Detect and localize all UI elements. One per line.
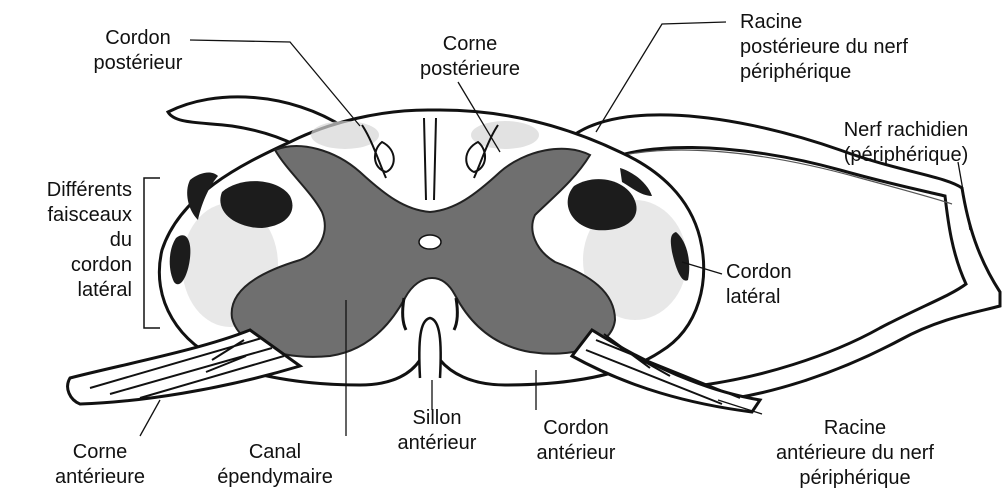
central-canal [419,235,441,249]
label-differents-faisceaux: Différents faisceaux du cordon latéral [4,178,132,303]
label-sillon-anterieur: Sillon antérieur [382,406,492,456]
lateral-bundles-bracket [144,178,160,328]
label-racine-anterieure: Racine antérieure du nerf périphérique [760,416,950,491]
label-cordon-anterieur: Cordon antérieur [520,416,632,466]
label-cordon-lateral: Cordon latéral [726,260,826,310]
label-cordon-posterieur: Cordon postérieur [86,26,190,76]
label-racine-posterieure: Racine postérieure du nerf périphérique [740,10,970,85]
anterior-median-fissure [419,318,440,378]
anterior-root-left [68,330,300,404]
white-matter-shade-top-left [311,121,379,149]
leader-corne-anterieure [140,400,160,436]
label-corne-posterieure: Corne postérieure [414,32,526,82]
label-canal-ependymaire: Canal épendymaire [200,440,350,490]
label-corne-anterieure: Corne antérieure [30,440,170,490]
label-nerf-rachidien: Nerf rachidien (périphérique) [818,118,994,168]
